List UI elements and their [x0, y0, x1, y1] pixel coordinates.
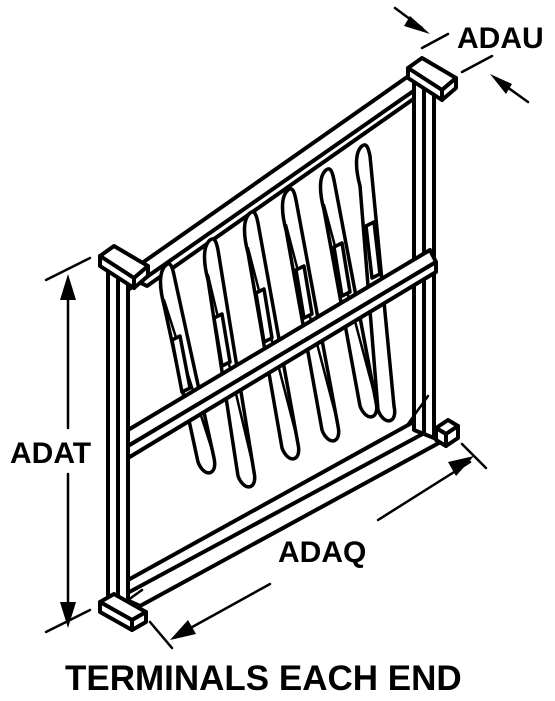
- diagram-caption: TERMINALS EACH END: [65, 659, 462, 698]
- dimension-adat: [44, 256, 92, 634]
- label-adat: ADAT: [10, 437, 91, 470]
- label-adau: ADAU: [457, 22, 544, 55]
- cross-bar: [126, 248, 438, 460]
- terminal-top-right: [406, 56, 458, 102]
- dimension-adau: [393, 6, 530, 104]
- terminal-top-left: [98, 244, 150, 290]
- terminal-bottom-right: [434, 418, 460, 448]
- corner-braces: [126, 394, 430, 602]
- dimension-adaq: [148, 442, 488, 650]
- coil-front-segments: [170, 220, 382, 394]
- label-adaq: ADAQ: [278, 536, 366, 569]
- top-rail: [123, 73, 434, 292]
- terminal-bottom-left: [98, 592, 148, 632]
- left-post: [106, 266, 130, 605]
